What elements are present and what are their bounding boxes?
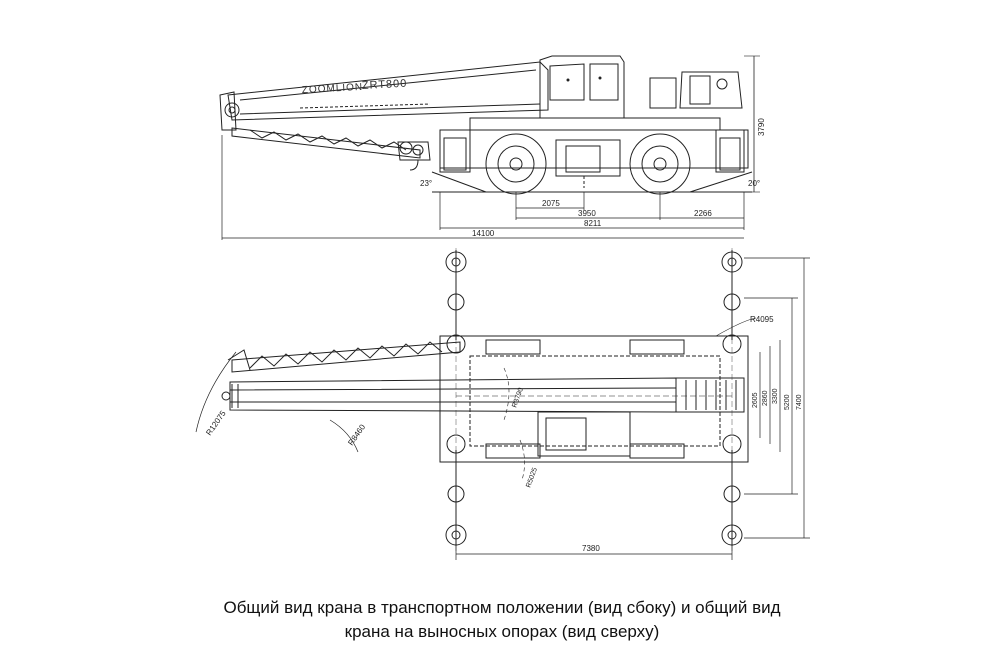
radius-arc-boom-head [329, 419, 359, 453]
radius-arc-max [195, 351, 237, 433]
dim-7380: 7380 [582, 544, 600, 553]
dim-5200: 5200 [784, 394, 791, 410]
side-view: ZOOMLION ZRT800 [219, 55, 766, 240]
front-outrigger-box [439, 129, 471, 173]
label-R5025: R5025 [525, 467, 539, 489]
hook-block [397, 141, 431, 171]
label-R12075: R12075 [204, 409, 228, 438]
boom-top [229, 377, 677, 413]
dim-7400: 7400 [796, 394, 803, 410]
outrigger-pad-front-top [445, 250, 467, 354]
carrier-top [439, 335, 749, 463]
crane-technical-drawing: ZOOMLION ZRT800 [195, 55, 810, 560]
dim-2605: 2605 [752, 392, 759, 408]
angle-front-label: 23° [420, 179, 432, 188]
dim-chain-side [221, 135, 745, 240]
dim-3950: 3950 [578, 209, 596, 218]
caption-line-2: крана на выносных опорах (вид сверху) [344, 622, 660, 641]
svg-text:3790: 3790 [757, 118, 766, 136]
dim-outrigger-span [455, 546, 733, 560]
model-label: ZRT800 [362, 78, 408, 92]
dim-height: 3790 [744, 55, 766, 193]
top-view: R12075 R8460 R3790 R5025 R4095 2605 2860… [195, 248, 810, 560]
caption-line-1: Общий вид крана в транспортном положении… [223, 598, 781, 617]
radius-arc-outrigger [715, 317, 757, 337]
boom-tip-sheave [224, 102, 240, 118]
dim-2860: 2860 [762, 390, 769, 406]
operator-cab [539, 55, 625, 119]
dim-2075: 2075 [542, 199, 560, 208]
cab-top [537, 411, 631, 457]
boom-side-inner [239, 69, 541, 115]
brand-label: ZOOMLION [302, 82, 364, 96]
front-wheel [485, 133, 547, 195]
rear-outrigger-box [715, 129, 745, 173]
rear-wheel [629, 133, 691, 195]
counterweight [649, 71, 743, 109]
radius-arc-tail [519, 439, 525, 481]
folded-jib-side [231, 127, 421, 159]
boom-side [227, 61, 549, 121]
dim-3300: 3300 [772, 388, 779, 404]
label-R8460: R8460 [346, 422, 367, 447]
outrigger-pad-rear-top [721, 250, 743, 354]
radius-arc-turntable [503, 367, 510, 421]
dim-2266: 2266 [694, 209, 712, 218]
dim-8211: 8211 [584, 219, 602, 228]
label-R4095: R4095 [750, 315, 774, 324]
dim-chain-width [744, 257, 810, 539]
label-R3790: R3790 [511, 387, 525, 409]
dim-14100: 14100 [472, 229, 495, 238]
